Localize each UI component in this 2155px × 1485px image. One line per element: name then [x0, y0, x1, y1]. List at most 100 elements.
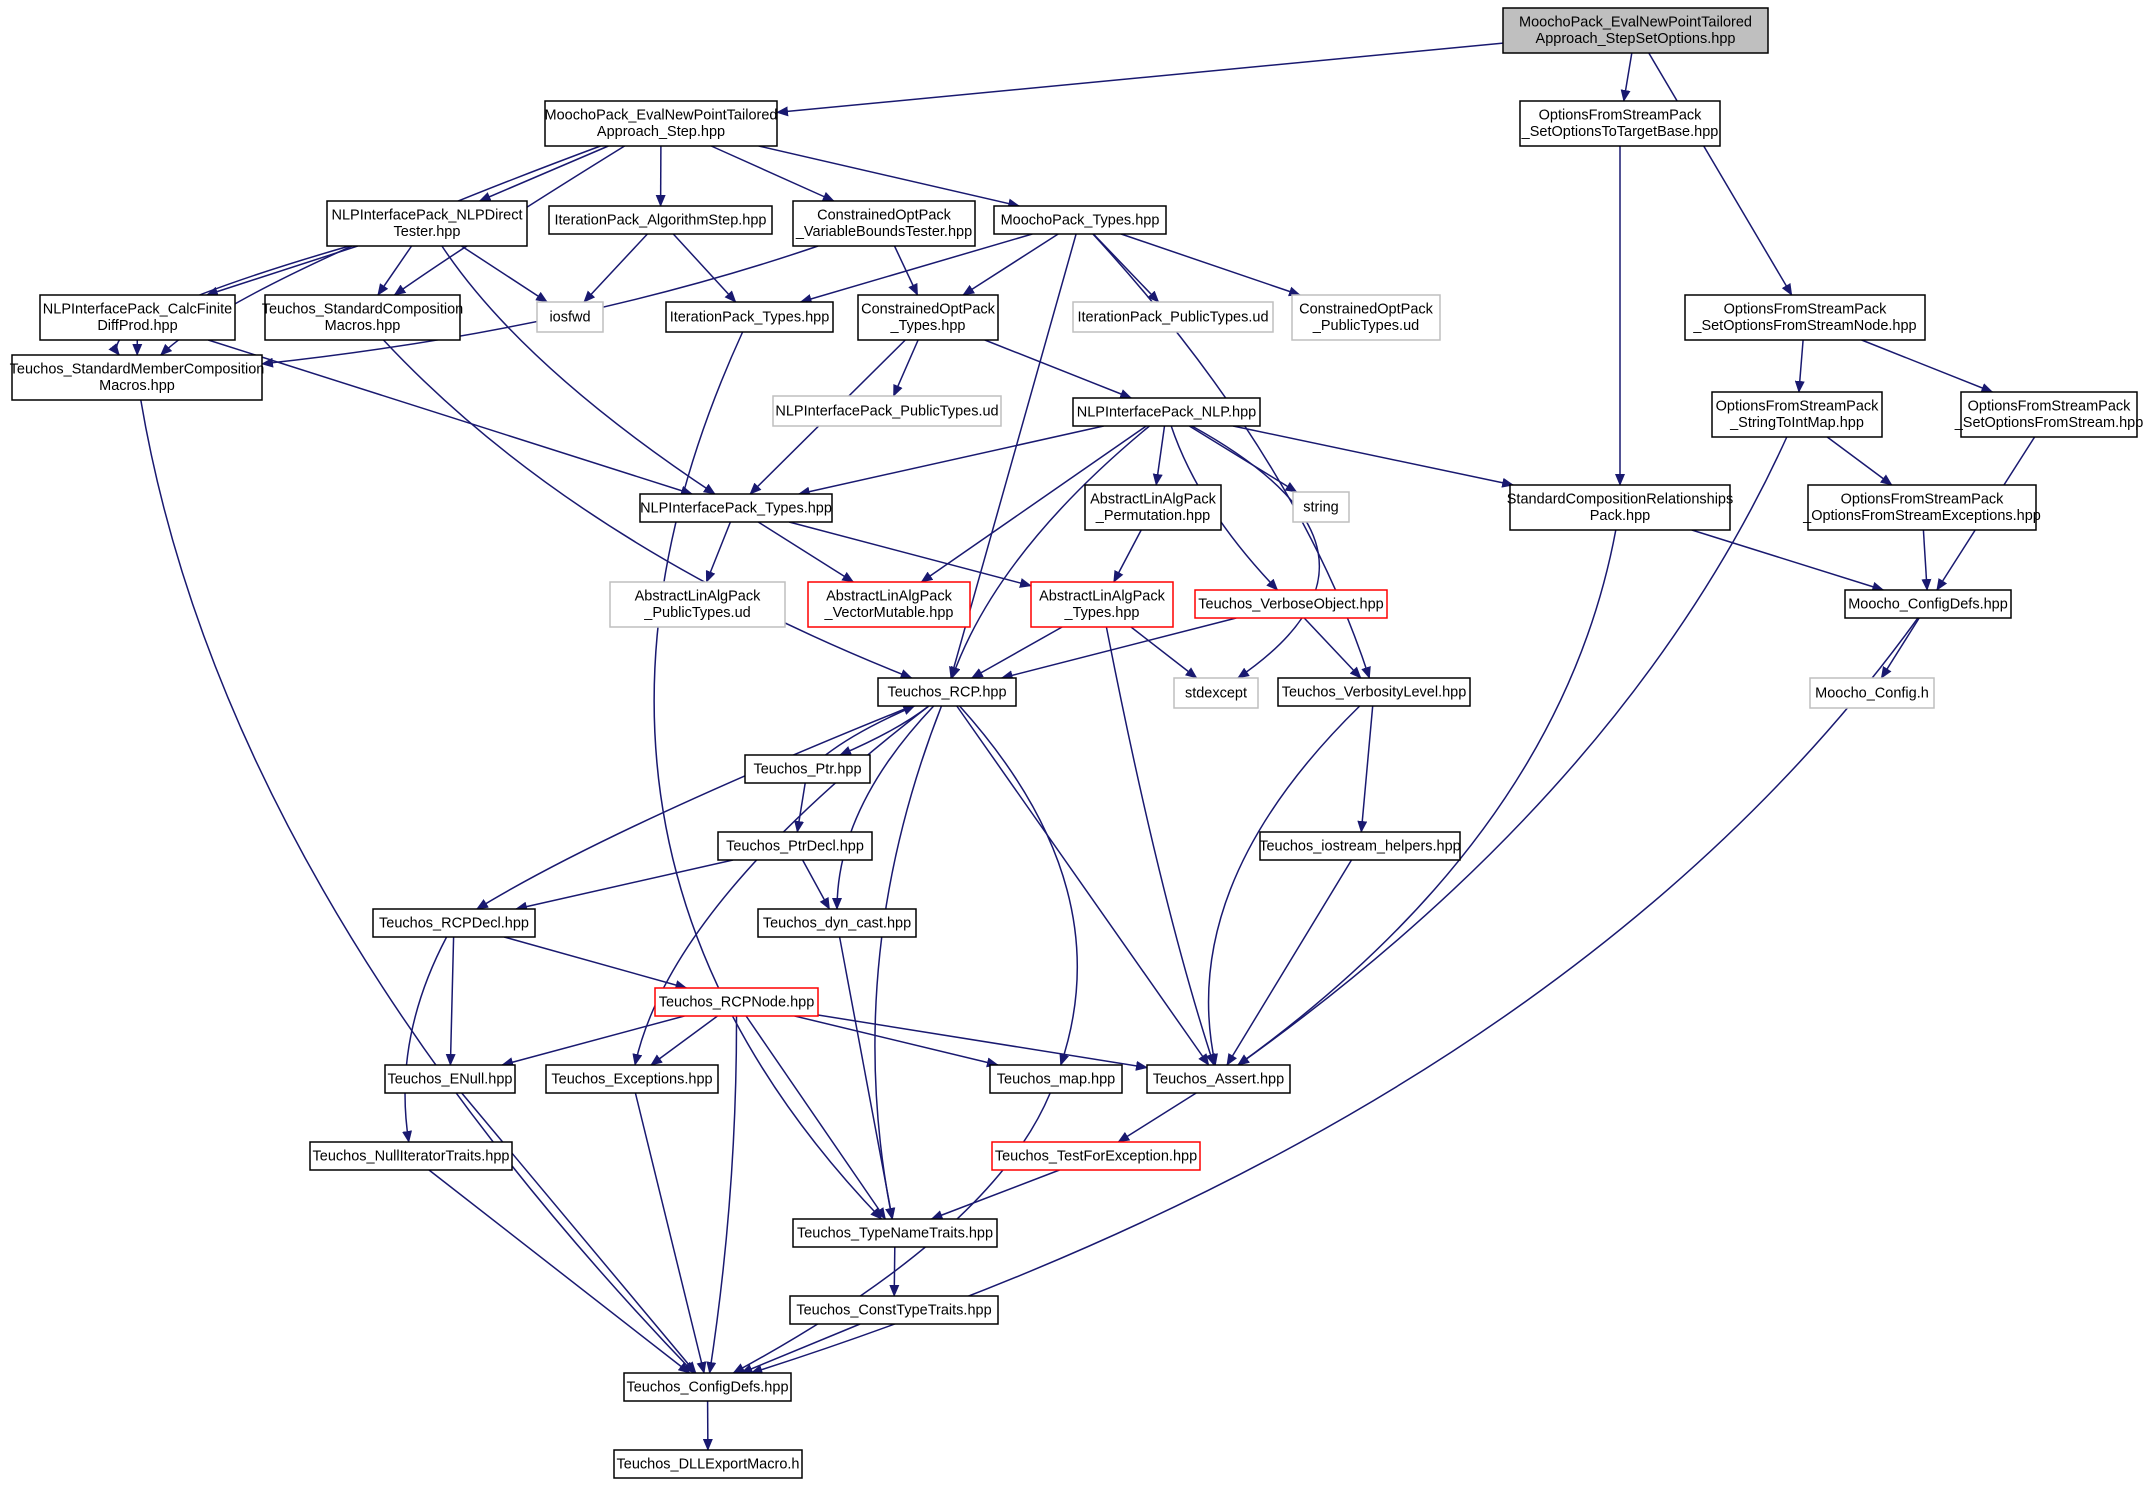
node-ala_pub[interactable]: AbstractLinAlgPack_PublicTypes.ud — [609, 581, 786, 628]
edge-calcfd-to-nlp_types — [207, 339, 693, 496]
node-stdexcept[interactable]: stdexcept — [1173, 677, 1259, 709]
edge-rcpdecl-to-nulliter — [402, 936, 448, 1143]
node-box — [39, 294, 236, 341]
node-mp_types[interactable]: MoochoPack_Types.hpp — [993, 205, 1167, 235]
node-box — [1173, 677, 1259, 709]
node-osp_target[interactable]: OptionsFromStreamPack_SetOptionsToTarget… — [1519, 100, 1721, 147]
node-label: MoochoPack_Types.hpp — [1001, 212, 1160, 228]
node-label: Teuchos_RCPDecl.hpp — [379, 915, 529, 931]
node-typename[interactable]: Teuchos_TypeNameTraits.hpp — [792, 1218, 998, 1248]
node-enull[interactable]: Teuchos_ENull.hpp — [384, 1064, 516, 1094]
node-ala_vm[interactable]: AbstractLinAlgPack_VectorMutable.hpp — [807, 581, 971, 628]
node-configdefs[interactable]: Teuchos_ConfigDefs.hpp — [623, 1372, 792, 1402]
edge-mp_types-to-iter_types — [799, 233, 1033, 304]
node-label: Macros.hpp — [99, 378, 175, 394]
node-moocho_h[interactable]: Moocho_Config.h — [1809, 677, 1935, 709]
node-box — [1502, 7, 1769, 54]
edge-copt_types-to-nlp_nlp — [984, 339, 1133, 399]
node-box — [545, 1064, 719, 1094]
node-label: NLPInterfacePack_Types.hpp — [640, 500, 832, 516]
edge-dyncast-to-typename — [838, 936, 896, 1220]
node-nlp_pub[interactable]: NLPInterfacePack_PublicTypes.ud — [772, 395, 1002, 427]
edge-step-to-nlp_direct — [478, 145, 609, 202]
node-moocho_cfg[interactable]: Moocho_ConfigDefs.hpp — [1844, 589, 2012, 619]
node-iter_step[interactable]: IterationPack_AlgorithmStep.hpp — [548, 205, 773, 235]
node-map[interactable]: Teuchos_map.hpp — [989, 1064, 1123, 1094]
node-ala_types[interactable]: AbstractLinAlgPack_Types.hpp — [1030, 581, 1174, 628]
node-label: _PublicTypes.ud — [643, 605, 750, 621]
node-copt_types[interactable]: ConstrainedOptPack_Types.hpp — [857, 294, 999, 341]
edge-verbose-to-rcp — [1000, 617, 1237, 681]
edge-osp_node-to-osp_stream — [1861, 339, 1994, 393]
edge-assert-to-testexc — [1117, 1092, 1197, 1143]
node-ios_help[interactable]: Teuchos_iostream_helpers.hpp — [1259, 831, 1461, 861]
node-dllexport[interactable]: Teuchos_DLLExportMacro.h — [613, 1449, 803, 1479]
node-label: AbstractLinAlgPack — [1090, 492, 1216, 508]
node-label: Teuchos_ConstTypeTraits.hpp — [796, 1302, 991, 1318]
node-label: stdexcept — [1185, 685, 1247, 701]
edge-rcpnode-to-enull — [501, 1015, 685, 1067]
node-assert[interactable]: Teuchos_Assert.hpp — [1146, 1064, 1291, 1094]
node-label: Teuchos_TypeNameTraits.hpp — [797, 1225, 993, 1241]
node-osp_stream[interactable]: OptionsFromStreamPack_SetOptionsFromStre… — [1954, 391, 2144, 438]
edge-verbosity-to-ios_help — [1357, 705, 1374, 833]
node-label: OptionsFromStreamPack — [1716, 399, 1880, 415]
node-box — [548, 205, 773, 235]
node-label: Teuchos_TestForException.hpp — [995, 1148, 1197, 1164]
node-label: OptionsFromStreamPack — [1724, 302, 1888, 318]
node-label: Teuchos_ENull.hpp — [388, 1071, 513, 1087]
node-box — [264, 294, 461, 341]
node-testexc[interactable]: Teuchos_TestForException.hpp — [991, 1141, 1201, 1171]
node-verbose[interactable]: Teuchos_VerboseObject.hpp — [1194, 589, 1388, 619]
node-box — [326, 200, 528, 247]
node-label: NLPInterfacePack_NLPDirect — [332, 208, 523, 224]
node-nlp_types[interactable]: NLPInterfacePack_Types.hpp — [639, 493, 833, 523]
node-rcp[interactable]: Teuchos_RCP.hpp — [877, 677, 1017, 707]
node-osp_exc[interactable]: OptionsFromStreamPack_OptionsFromStreamE… — [1802, 484, 2041, 531]
node-copt_pub[interactable]: ConstrainedOptPack_PublicTypes.ud — [1291, 294, 1441, 341]
node-box — [1194, 589, 1388, 619]
edge-ptr-to-ptrdecl — [794, 782, 806, 833]
node-box — [789, 1295, 999, 1325]
node-exceptions[interactable]: Teuchos_Exceptions.hpp — [545, 1064, 719, 1094]
node-root[interactable]: MoochoPack_EvalNewPointTailoredApproach_… — [1502, 7, 1769, 54]
node-osp_strint[interactable]: OptionsFromStreamPack_StringToIntMap.hpp — [1711, 391, 1883, 438]
node-label: Teuchos_dyn_cast.hpp — [763, 915, 911, 931]
node-ptr[interactable]: Teuchos_Ptr.hpp — [744, 754, 871, 784]
edge-osp_strint-to-assert — [1237, 436, 1788, 1066]
edge-root-to-step — [776, 42, 1504, 117]
edge-nlp_types-to-ala_types — [788, 521, 1032, 588]
node-rcpnode[interactable]: Teuchos_RCPNode.hpp — [654, 987, 819, 1017]
edge-typename-to-consttype — [889, 1246, 900, 1297]
node-nulliter[interactable]: Teuchos_NullIteratorTraits.hpp — [309, 1141, 513, 1171]
node-dyncast[interactable]: Teuchos_dyn_cast.hpp — [757, 908, 917, 938]
node-iter_pub[interactable]: IterationPack_PublicTypes.ud — [1072, 301, 1274, 333]
node-string[interactable]: string — [1292, 491, 1350, 523]
node-label: Teuchos_Ptr.hpp — [753, 761, 861, 777]
node-label: Teuchos_Exceptions.hpp — [551, 1071, 712, 1087]
node-box — [757, 908, 917, 938]
node-box — [639, 493, 833, 523]
edge-mp_types-to-copt_pub — [1120, 233, 1301, 297]
node-verbosity[interactable]: Teuchos_VerbosityLevel.hpp — [1277, 677, 1471, 707]
edge-nlp_nlp-to-ala_perm — [1152, 425, 1166, 486]
nodes-layer: MoochoPack_EvalNewPointTailoredApproach_… — [10, 7, 2144, 1479]
node-nlp_nlp[interactable]: NLPInterfacePack_NLP.hpp — [1072, 397, 1261, 427]
node-std_member[interactable]: Teuchos_StandardMemberCompositionMacros.… — [10, 354, 265, 401]
edge-nlp_direct-to-std_comp — [377, 245, 413, 296]
node-ala_perm[interactable]: AbstractLinAlgPack_Permutation.hpp — [1084, 484, 1222, 531]
node-ptrdecl[interactable]: Teuchos_PtrDecl.hpp — [717, 831, 873, 861]
node-osp_node[interactable]: OptionsFromStreamPack_SetOptionsFromStre… — [1684, 294, 1926, 341]
node-consttype[interactable]: Teuchos_ConstTypeTraits.hpp — [789, 1295, 999, 1325]
node-rcpdecl[interactable]: Teuchos_RCPDecl.hpp — [372, 908, 536, 938]
node-label: Approach_StepSetOptions.hpp — [1536, 31, 1736, 47]
node-iter_types[interactable]: IterationPack_Types.hpp — [665, 301, 834, 333]
node-iosfwd[interactable]: iosfwd — [536, 301, 604, 333]
node-step[interactable]: MoochoPack_EvalNewPointTailoredApproach_… — [544, 100, 778, 147]
node-copt_vbt[interactable]: ConstrainedOptPack_VariableBoundsTester.… — [792, 200, 976, 247]
node-label: _StringToIntMap.hpp — [1729, 415, 1864, 431]
